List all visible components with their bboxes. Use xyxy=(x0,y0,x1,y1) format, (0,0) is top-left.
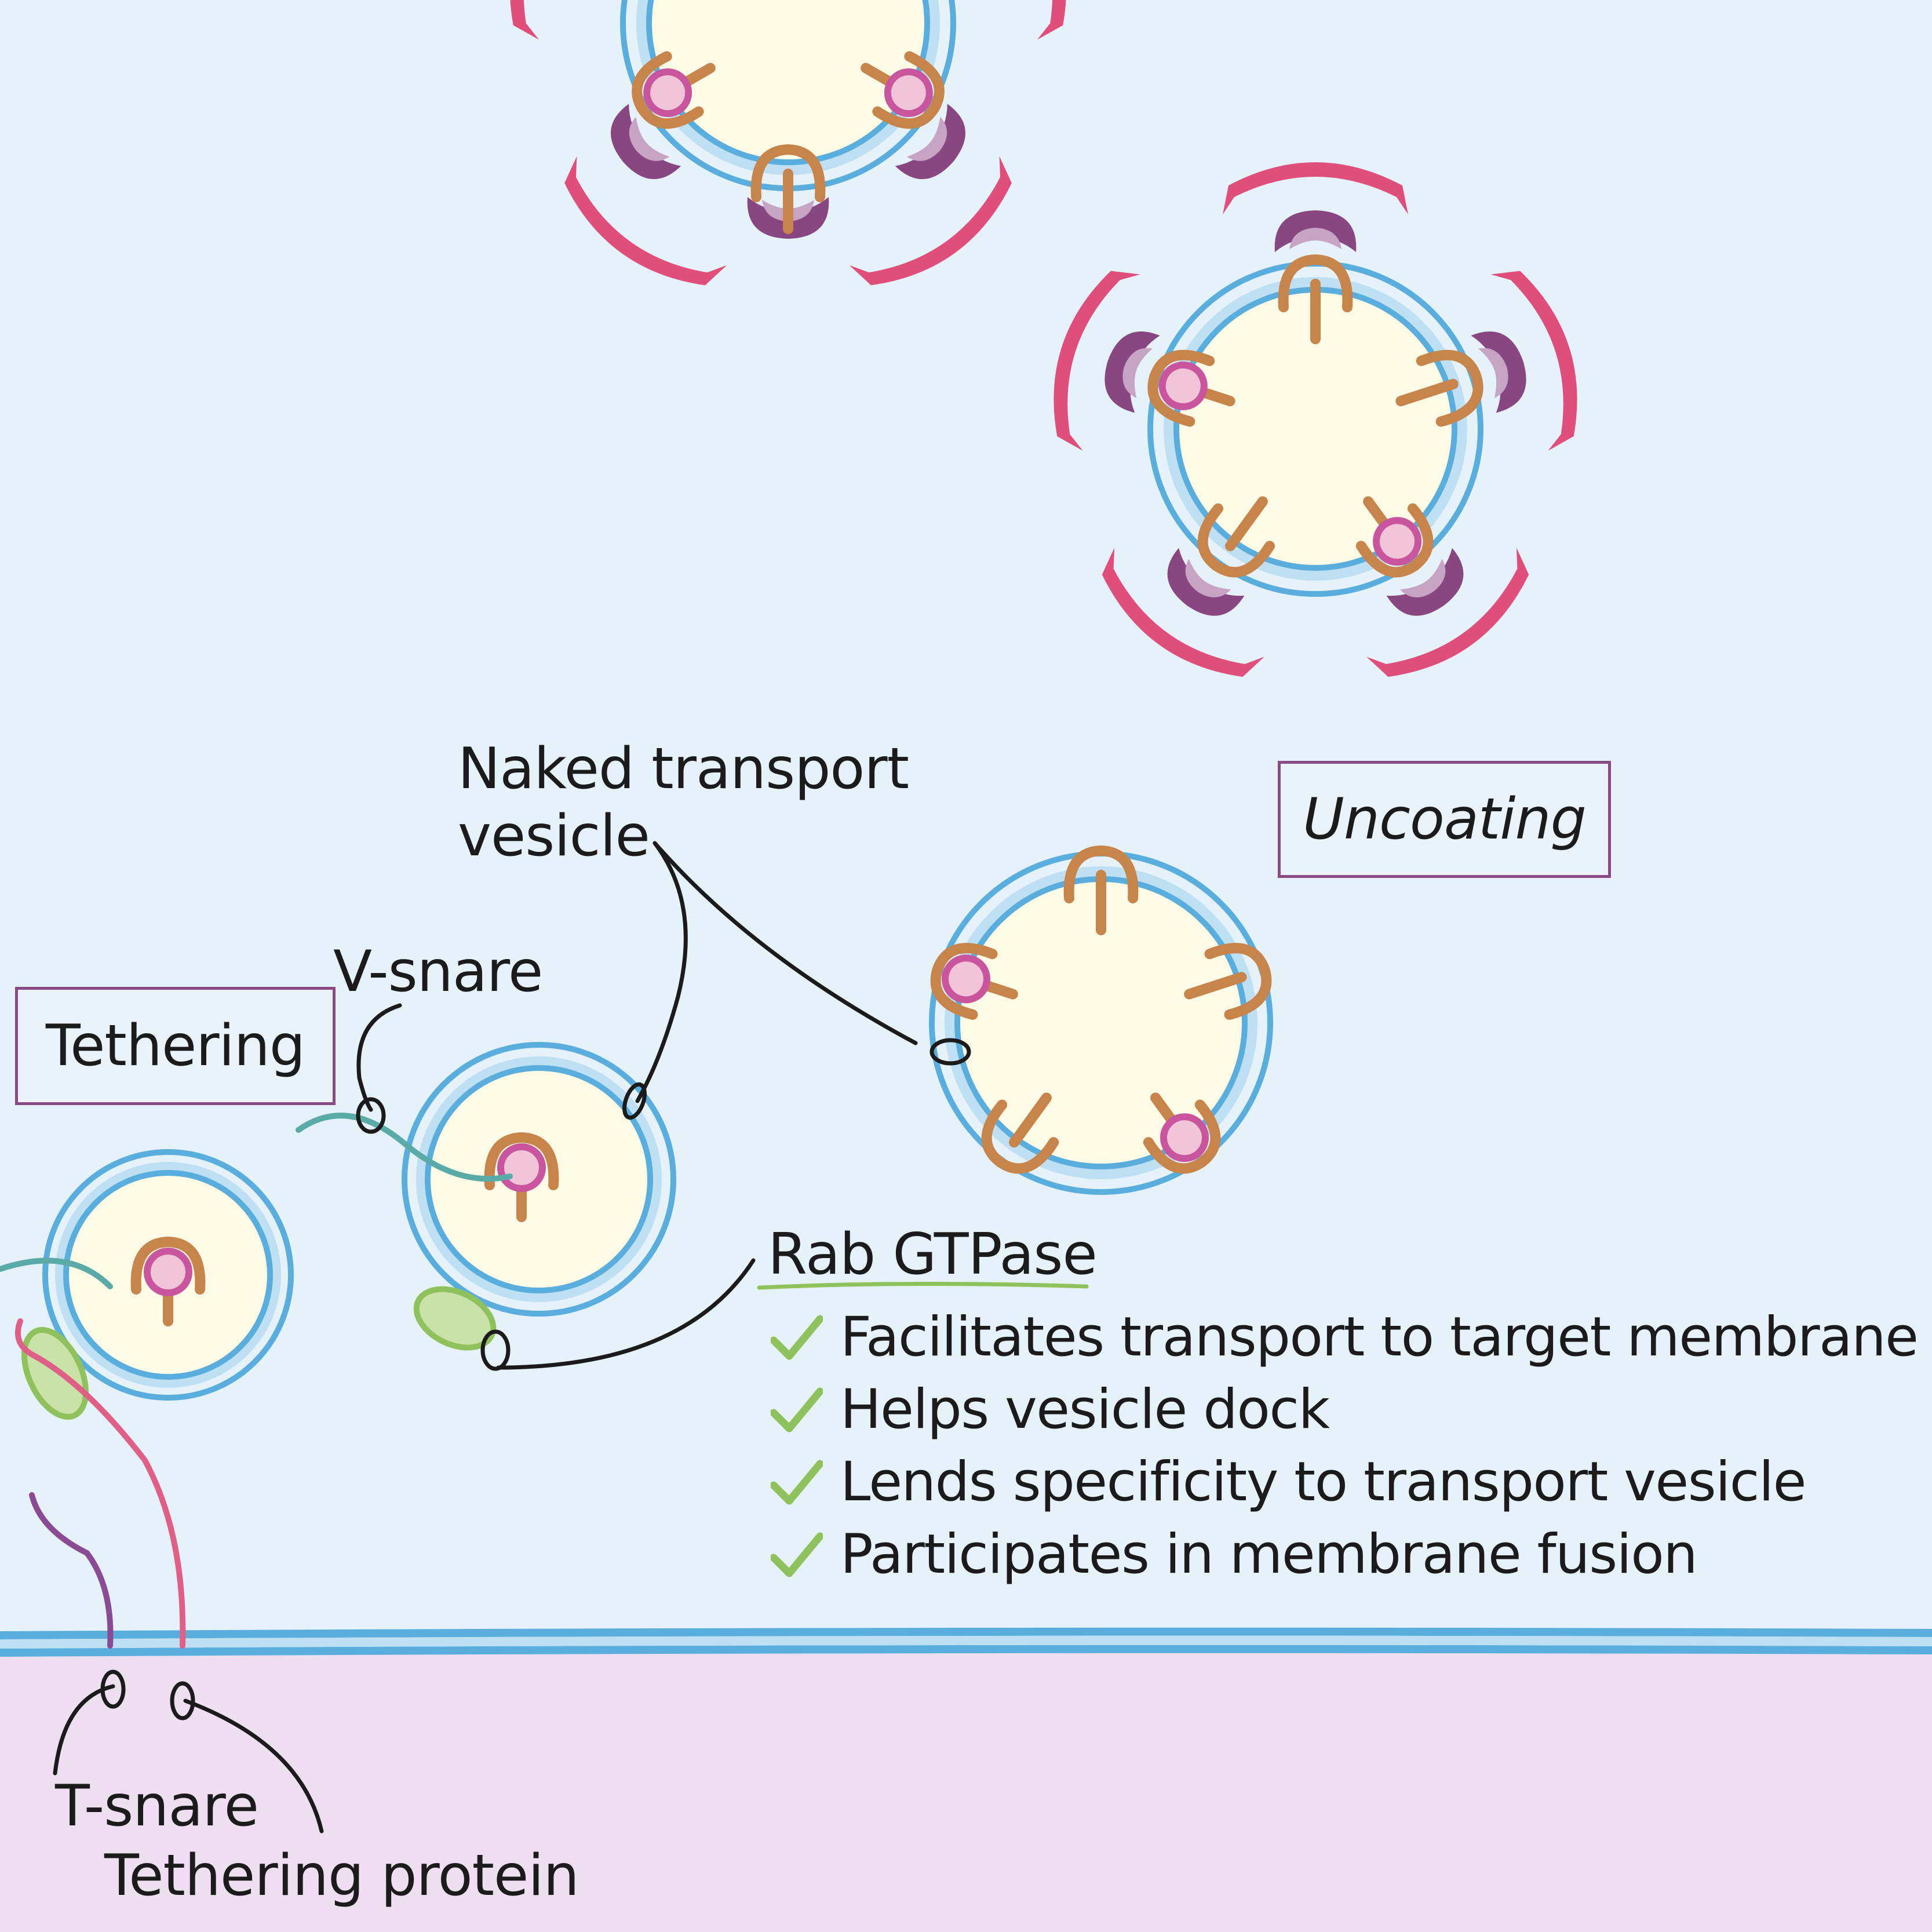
check-icon xyxy=(771,1387,823,1432)
naked-vesicle-label: Naked transport vesicle xyxy=(458,736,909,870)
check-icon xyxy=(771,1532,823,1577)
target-compartment xyxy=(0,1652,1932,1932)
middle-vesicle xyxy=(402,1042,676,1317)
uncoating-label: Uncoating xyxy=(1303,786,1587,852)
naked-vesicle-label-line1: Naked transport xyxy=(458,736,909,802)
rab-gtpase-left xyxy=(21,1327,89,1420)
rab-gtpase-label: Rab GTPase xyxy=(768,1222,1098,1288)
tethering-box: Tethering xyxy=(15,987,336,1105)
target-membrane xyxy=(0,1627,1932,1639)
tethering-protein-label: Tethering protein xyxy=(104,1843,579,1909)
naked-vesicle xyxy=(927,851,1274,1195)
tethering-label: Tethering xyxy=(45,1013,305,1079)
rab-gtpase-middle xyxy=(413,1286,497,1351)
t-snare-label: T-snare xyxy=(55,1773,259,1839)
tethering-protein xyxy=(15,1318,186,1649)
uncoating-box: Uncoating xyxy=(1278,761,1611,878)
rab-function-text: Lends specificity to transport vesicle xyxy=(840,1450,1806,1514)
rab-function-text: Facilitates transport to target membrane xyxy=(840,1306,1919,1369)
coated-vesicle-uncoating xyxy=(1033,162,1598,699)
left-vesicle xyxy=(42,1149,294,1401)
rab-function-list: Facilitates transport to target membrane… xyxy=(771,1301,1919,1591)
coated-vesicle-top xyxy=(489,0,1087,308)
leader-lines xyxy=(53,841,971,1833)
t-snare xyxy=(29,1492,114,1649)
check-icon xyxy=(771,1315,823,1359)
rab-function-text: Helps vesicle dock xyxy=(840,1378,1330,1441)
rab-function-item: Participates in membrane fusion xyxy=(771,1518,1918,1591)
check-icon xyxy=(771,1460,823,1504)
naked-vesicle-label-line2: vesicle xyxy=(458,803,650,869)
v-snare-left xyxy=(0,1257,113,1289)
rab-function-item: Lends specificity to transport vesicle xyxy=(771,1446,1918,1518)
rab-function-item: Helps vesicle dock xyxy=(771,1373,1918,1446)
v-snare-middle xyxy=(296,1113,513,1182)
rab-function-text: Participates in membrane fusion xyxy=(840,1523,1698,1586)
rab-function-item: Facilitates transport to target membrane xyxy=(771,1301,1919,1373)
v-snare-label: V-snare xyxy=(333,939,543,1005)
rab-underline xyxy=(757,1281,1089,1290)
